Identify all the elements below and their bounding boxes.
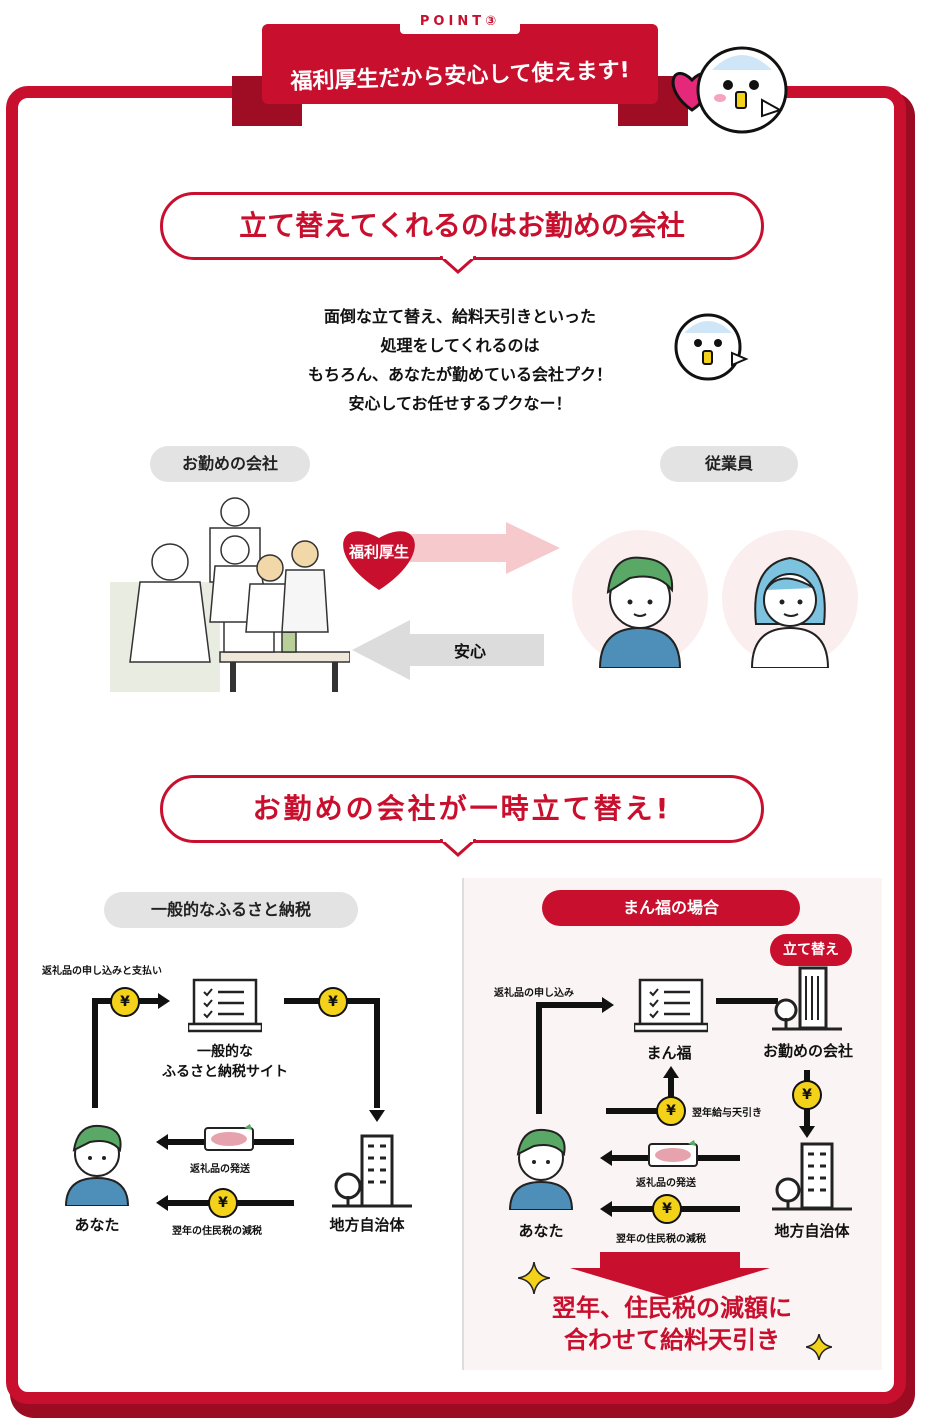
mascot-icon [674,313,749,381]
conclusion-arrow-icon [570,1252,770,1298]
conclusion-line: 合わせて給料天引き [564,1326,780,1354]
arrow-left-icon [600,1150,612,1166]
arrow-left-icon [600,1201,612,1217]
heart-icon [343,531,415,590]
flow-line [716,998,778,1004]
yen-icon: ¥ [652,1194,682,1224]
general-gov-label: 地方自治体 [329,1216,405,1234]
arrow-down-icon [799,1126,815,1138]
section1-heading: 立て替えてくれるのはお勤めの会社 [160,192,764,260]
point-label: POINT③ [419,14,501,29]
company-pill: お勤めの会社 [150,446,310,482]
employee-pill: 従業員 [660,446,798,482]
arrow-down-icon [369,1110,385,1122]
sparkle-icon [518,1262,550,1294]
yen-icon: ¥ [110,987,140,1017]
benefit-arrow-icon [410,522,560,574]
payroll-label: 翌年給与天引き [692,1108,762,1119]
city-hall-icon [772,1142,852,1211]
general-ship-label: 返礼品の発送 [190,1164,250,1175]
yen-icon: ¥ [318,987,348,1017]
you-avatar [64,1124,130,1206]
message-line: もちろん、あなたが勤めている会社プク！ [307,365,612,384]
meat-gift-icon [648,1140,698,1167]
arrow-right-icon [602,997,614,1013]
relief-label: 安心 [453,642,486,661]
benefit-badge: 福利厚生 [348,543,409,561]
yen-icon: ¥ [792,1080,822,1110]
site-label-line: ふるさと納税サイト [162,1064,288,1080]
message-line: 安心してお任せするプクなー！ [348,394,572,413]
general-pill: 一般的なふるさと納税 [104,892,358,928]
arrow-right-icon [158,993,170,1009]
message-line: 面倒な立て替え、給料天引きといった [323,307,596,326]
yen-icon: ¥ [208,1188,238,1218]
laptop-checklist-icon [634,978,708,1033]
city-hall-icon [332,1134,412,1208]
sparkle-icon [806,1334,832,1360]
office-team-illustration [110,497,350,692]
manpuku-pill: まん福の場合 [542,890,800,926]
female-employee-avatar [722,530,858,668]
flow-line [536,1002,542,1114]
flow-line [374,998,380,1108]
arrow-left-icon [156,1134,168,1150]
section2-heading: お勤めの会社が一時立て替え! [160,775,764,843]
manpuku-gov-label: 地方自治体 [774,1222,850,1240]
bubble-tail-1 [440,256,476,275]
arrow-up-icon [663,1066,679,1078]
general-apply-label: 返礼品の申し込みと支払い [42,966,162,977]
message-line: 処理をしてくれるのは [380,336,540,355]
manpuku-tax-label: 翌年の住民税の減税 [616,1234,706,1245]
ribbon-banner [262,24,658,104]
arrow-left-icon [156,1195,168,1211]
manpuku-ship-label: 返礼品の発送 [636,1178,696,1189]
manpuku-site-label: まん福 [646,1044,692,1062]
flow-line [92,998,98,1108]
site-label-line: 一般的な [197,1044,253,1060]
flow-line [606,1108,676,1114]
mascot-heart-icon [671,46,788,134]
company-building-icon [772,966,842,1031]
male-employee-avatar [572,530,708,668]
laptop-checklist-icon [188,978,262,1033]
manpuku-company-label: お勤めの会社 [762,1042,853,1060]
point-label-bg [400,8,520,34]
you-avatar [508,1128,574,1210]
general-tax-label: 翌年の住民税の減税 [172,1226,262,1237]
manpuku-apply-label: 返礼品の申し込み [494,988,574,999]
manpuku-you-label: あなた [518,1222,564,1240]
flow-line [536,1002,606,1008]
advance-badge: 立て替え [770,934,852,966]
meat-gift-icon [204,1124,254,1151]
conclusion-text: 翌年、住民税の減額に 合わせて給料天引き [512,1292,832,1356]
relief-arrow-icon [352,620,544,680]
general-site-label: 一般的な ふるさと納税サイト [140,1042,310,1082]
yen-icon: ¥ [656,1096,686,1126]
conclusion-line: 翌年、住民税の減額に [552,1294,792,1322]
mascot-message: 面倒な立て替え、給料天引きといった 処理をしてくれるのは もちろん、あなたが勤め… [230,302,690,418]
general-you-label: あなた [74,1216,120,1234]
bubble-tail-2 [440,839,476,858]
